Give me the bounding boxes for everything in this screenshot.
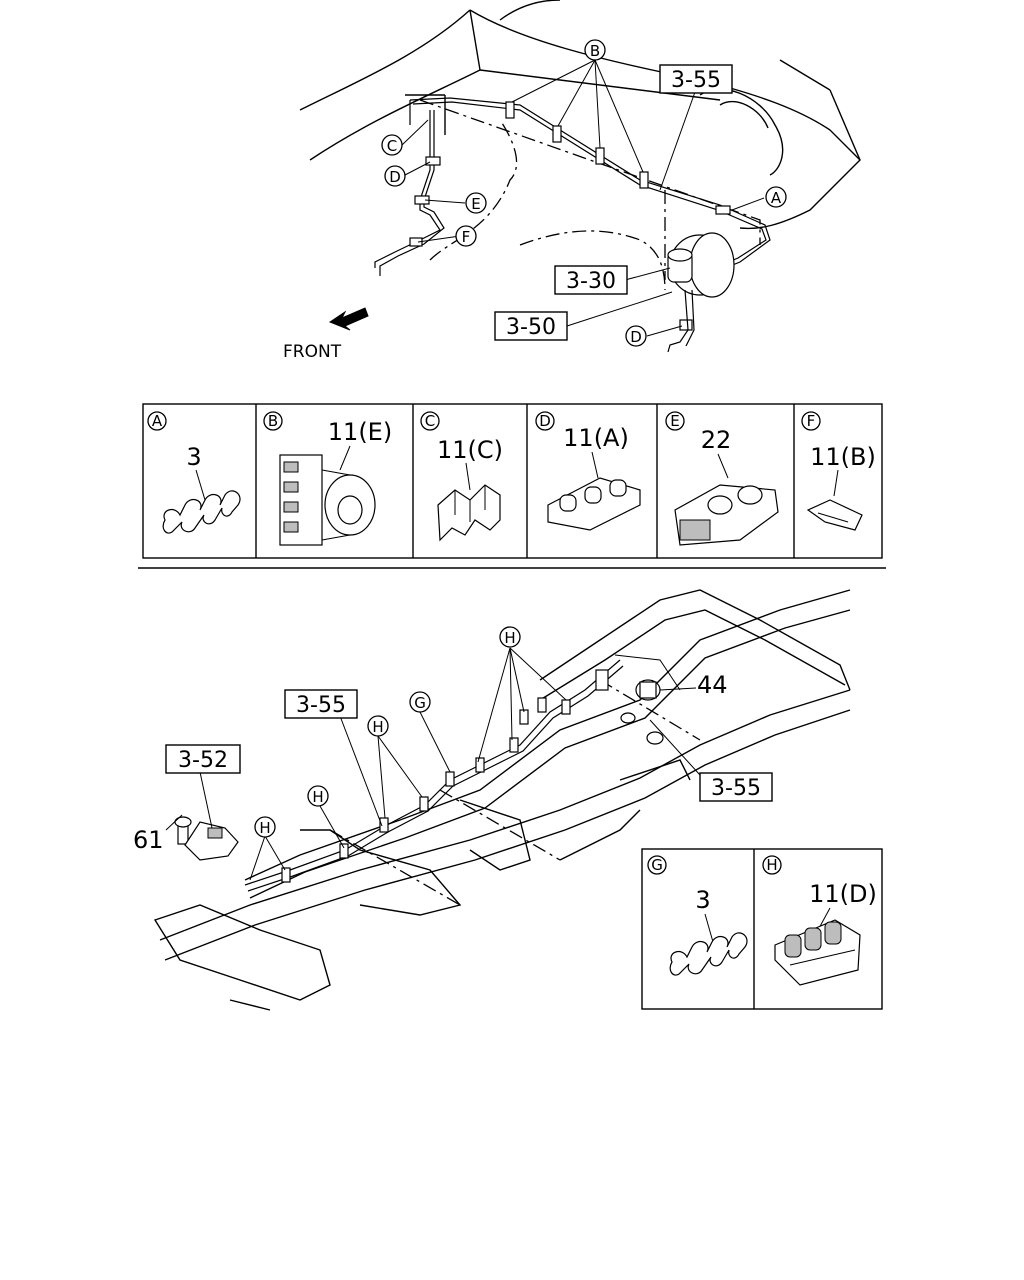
- svg-text:G: G: [414, 694, 426, 712]
- part-61-label: 61: [133, 826, 164, 854]
- ref-label: 3-55: [711, 776, 761, 801]
- parts-cell-f: F 11(B): [801, 411, 876, 531]
- parts-cell-d: D 11(A): [535, 411, 641, 531]
- part-number: 11(E): [328, 418, 392, 446]
- svg-text:E: E: [471, 195, 480, 213]
- ref-label: 3-30: [566, 269, 616, 294]
- ref-box-3-55-top[interactable]: 3-55: [659, 64, 733, 94]
- clip-11e-icon: [279, 454, 376, 546]
- ref-label: 3-55: [671, 68, 721, 93]
- svg-text:H: H: [259, 819, 270, 837]
- part-number: 11(A): [563, 424, 629, 452]
- svg-text:E: E: [670, 412, 679, 430]
- callout-h-frame-front: H: [254, 816, 276, 838]
- ref-box-3-50[interactable]: 3-50: [494, 311, 568, 341]
- svg-text:B: B: [590, 42, 600, 60]
- svg-text:H: H: [312, 788, 323, 806]
- svg-text:D: D: [539, 412, 551, 430]
- svg-text:H: H: [372, 718, 383, 736]
- svg-text:A: A: [152, 412, 163, 430]
- callout-c-top: C: [381, 134, 403, 156]
- part-number: 11(C): [437, 436, 503, 464]
- clip-11d-icon: [774, 919, 861, 986]
- parts-cell-e: E 22: [665, 411, 779, 546]
- callout-a-top: A: [765, 186, 787, 208]
- front-label: FRONT: [283, 342, 342, 362]
- clip-3-icon: [162, 490, 241, 534]
- ref-label: 3-52: [178, 748, 228, 773]
- callout-h-frame-top: H: [499, 626, 521, 648]
- parts-table: [142, 403, 883, 559]
- callout-e-top: E: [465, 192, 487, 214]
- svg-text:A: A: [771, 189, 782, 207]
- parts-cell-c: C 11(C): [420, 411, 503, 542]
- svg-text:F: F: [807, 412, 816, 430]
- clip-22-icon: [674, 484, 779, 546]
- frame-parts-cell-g: G 3: [647, 855, 748, 976]
- callout-g-frame: G: [409, 691, 431, 713]
- svg-text:C: C: [387, 137, 397, 155]
- svg-text:F: F: [462, 228, 471, 246]
- chassis-frame-illustration: [153, 589, 851, 1011]
- callout-d-lower-top: D: [625, 325, 647, 347]
- svg-text:H: H: [766, 856, 777, 874]
- parts-cell-a: A 3: [147, 411, 241, 534]
- part-number: 3: [695, 886, 710, 914]
- clip-11a-icon: [547, 477, 641, 531]
- ref-label: 3-55: [296, 693, 346, 718]
- svg-text:B: B: [268, 412, 278, 430]
- part-number: 11(B): [810, 443, 876, 471]
- clip-11b-icon: [806, 499, 863, 531]
- part-number: 3: [186, 443, 201, 471]
- clip-11c-icon: [437, 484, 501, 542]
- top-view-illustration: [299, 0, 861, 353]
- callout-d-top: D: [384, 165, 406, 187]
- svg-text:D: D: [630, 328, 642, 346]
- ref-box-3-55-frame-right[interactable]: 3-55: [699, 772, 773, 802]
- part-number: 22: [701, 426, 732, 454]
- part-number: 11(D): [809, 880, 877, 908]
- svg-text:C: C: [425, 412, 435, 430]
- parts-cell-b: B 11(E): [263, 411, 392, 546]
- svg-text:D: D: [389, 168, 401, 186]
- svg-text:H: H: [504, 629, 515, 647]
- ref-box-3-52[interactable]: 3-52: [165, 744, 241, 774]
- callout-f-top: F: [455, 225, 477, 247]
- frame-parts-cell-h: H 11(D): [762, 855, 877, 986]
- callout-b-top: B: [584, 39, 606, 61]
- ref-box-3-30[interactable]: 3-30: [554, 265, 628, 295]
- ref-label: 3-50: [506, 315, 556, 340]
- svg-text:G: G: [651, 856, 663, 874]
- part-44-label: 44: [697, 671, 728, 699]
- clip-3-g-icon: [669, 932, 748, 976]
- callout-h-frame-left: H: [307, 785, 329, 807]
- ref-box-3-55-frame-left[interactable]: 3-55: [284, 689, 358, 719]
- callout-h-frame-mid: H: [367, 715, 389, 737]
